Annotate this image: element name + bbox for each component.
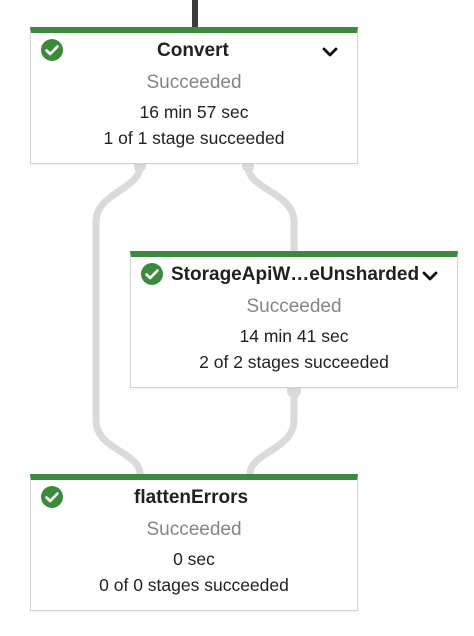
node-status: Succeeded (146, 72, 242, 93)
edge-convert-to-flattenerrors (92, 162, 144, 478)
node-stages-summary: 2 of 2 stages succeeded (199, 352, 389, 372)
check-circle-icon (41, 486, 63, 508)
check-circle-icon (141, 263, 163, 285)
edge-convert-to-storageapi (244, 162, 298, 254)
step-node-flattenerrors[interactable]: flattenErrors Succeeded 0 sec 0 of 0 sta… (30, 474, 358, 611)
node-duration: 0 sec (173, 549, 215, 569)
step-node-storageapi[interactable]: StorageApiW…eUnsharded Succeeded 14 min … (130, 251, 458, 388)
node-header: StorageApiW…eUnsharded (131, 257, 457, 291)
chevron-down-icon[interactable] (420, 266, 440, 286)
node-stages-summary: 1 of 1 stage succeeded (103, 128, 285, 148)
node-header: flattenErrors (31, 480, 357, 514)
node-title: Convert (157, 40, 229, 61)
node-status: Succeeded (246, 296, 342, 317)
chevron-down-icon[interactable] (320, 42, 340, 62)
node-status: Succeeded (146, 519, 242, 540)
node-title: flattenErrors (134, 487, 249, 508)
node-duration: 16 min 57 sec (139, 102, 249, 122)
step-node-convert[interactable]: Convert Succeeded 16 min 57 sec 1 of 1 s… (30, 27, 358, 164)
node-title: StorageApiW…eUnsharded (171, 264, 420, 285)
node-stages-summary: 0 of 0 stages succeeded (99, 575, 289, 595)
node-duration: 14 min 41 sec (239, 326, 349, 346)
edge-storageapi-to-flattenerrors (246, 386, 298, 478)
node-header: Convert (31, 33, 357, 67)
check-circle-icon (41, 39, 63, 61)
